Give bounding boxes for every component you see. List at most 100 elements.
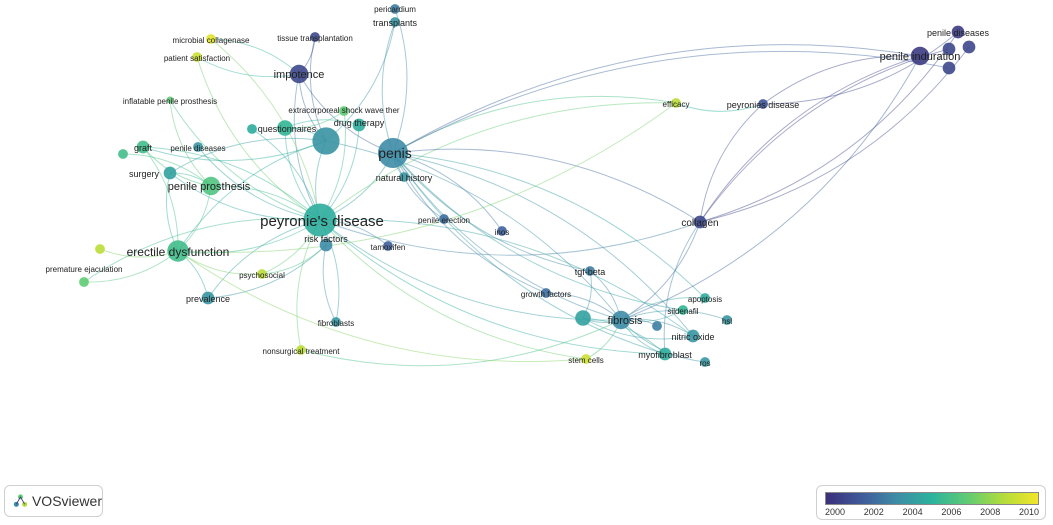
- link-fibrosis-ros: [620, 319, 706, 363]
- link-penis-hub-transplants: [325, 21, 396, 142]
- node-inflatable-penile-prosthesis[interactable]: [166, 96, 174, 104]
- link-penis-efficacy: [392, 95, 677, 154]
- node-penile-diseases-left[interactable]: [193, 142, 203, 152]
- link-penile-induration-peyronies-disease-2: [762, 55, 921, 105]
- label-questionnaires: questionnaires: [258, 124, 317, 134]
- node-myofibroblast[interactable]: [658, 347, 672, 361]
- label-collagen: collagen: [681, 218, 718, 229]
- node-drug-therapy[interactable]: [352, 118, 366, 132]
- node-efficacy[interactable]: [671, 98, 681, 108]
- label-surgery: surgery: [129, 169, 160, 179]
- node-tgf-beta[interactable]: [585, 266, 595, 276]
- label-tgf-beta: tgf-beta: [575, 267, 606, 277]
- link-peyronies-disease-collagen: [319, 219, 701, 256]
- node-penile-erection[interactable]: [439, 214, 449, 224]
- node-stem-cells[interactable]: [581, 354, 591, 364]
- link-peyronies-disease-myofibroblast: [319, 219, 666, 355]
- node-fibrosis[interactable]: [611, 310, 631, 330]
- node-red-extra-2[interactable]: [962, 40, 976, 54]
- label-fibroblasts: fibroblasts: [318, 319, 354, 328]
- node-tissue-transplantation[interactable]: [310, 32, 320, 42]
- link-penile-prosthesis-inflatable-penile-prosthesis: [169, 99, 212, 187]
- label-nonsurgical-treatment: nonsurgical treatment: [263, 347, 341, 356]
- link-peyronies-disease-nitric-oxide: [319, 218, 694, 337]
- node-questionnaires[interactable]: [277, 120, 293, 136]
- node-penis[interactable]: [377, 137, 409, 169]
- link-fib-hub-nitric-oxide: [582, 317, 694, 340]
- node-natural-history[interactable]: [399, 172, 409, 182]
- node-peyronies-disease-2[interactable]: [758, 99, 768, 109]
- node-misc-4[interactable]: [652, 321, 662, 331]
- label-graft: graft: [134, 143, 153, 153]
- label-penile-diseases-top: penile diseases: [927, 28, 990, 38]
- node-erectile-dysfunction[interactable]: [167, 240, 189, 262]
- link-peyronies-disease-graft: [142, 146, 321, 221]
- label-penis: penis: [378, 145, 411, 161]
- node-penis-hub[interactable]: [312, 127, 340, 155]
- vosviewer-logo[interactable]: VOSviewer: [4, 485, 103, 517]
- node-nonsurgical-treatment[interactable]: [296, 345, 306, 355]
- node-misc-1[interactable]: [247, 124, 257, 134]
- label-microbial-collagenase: microbial collagenase: [173, 36, 250, 45]
- node-prevalence[interactable]: [201, 291, 215, 305]
- node-tamoxifen[interactable]: [383, 241, 393, 251]
- label-drug-therapy: drug therapy: [334, 118, 385, 128]
- link-peyronies-disease-premature-ejaculation: [83, 217, 321, 283]
- link-peyronies-disease-impotence: [293, 73, 321, 221]
- node-pericardium[interactable]: [390, 4, 400, 14]
- node-sildenafil[interactable]: [678, 305, 688, 315]
- node-growth-factors[interactable]: [541, 288, 551, 298]
- link-peyronies-disease-efficacy: [319, 102, 677, 221]
- node-graft[interactable]: [136, 140, 150, 154]
- node-red-extra-1[interactable]: [942, 42, 956, 56]
- link-risk-factors-prevalence: [207, 244, 327, 299]
- node-peyronies-disease[interactable]: [303, 203, 337, 237]
- node-patient-satisfaction[interactable]: [192, 52, 202, 62]
- label-stem-cells: stem cells: [568, 356, 604, 365]
- node-inos[interactable]: [497, 226, 507, 236]
- node-risk-factors[interactable]: [319, 238, 333, 252]
- nodes-layer: [79, 4, 976, 367]
- link-penis-tgf-beta: [392, 152, 591, 272]
- link-penile-induration-fibrosis: [620, 55, 921, 321]
- label-tissue-transplantation: tissue transplantation: [277, 34, 353, 43]
- link-penis-nitric-oxide: [392, 152, 694, 337]
- node-premature-ejaculation[interactable]: [79, 277, 89, 287]
- node-surgery[interactable]: [163, 166, 177, 180]
- node-red-extra-3[interactable]: [942, 61, 956, 75]
- label-efficacy: efficacy: [663, 100, 690, 109]
- label-fibrosis: fibrosis: [608, 315, 643, 327]
- node-transplants[interactable]: [390, 17, 400, 27]
- node-ros[interactable]: [700, 357, 710, 367]
- node-penile-induration[interactable]: [910, 46, 930, 66]
- node-collagen[interactable]: [693, 215, 707, 229]
- node-extracorporeal[interactable]: [339, 106, 349, 116]
- node-misc-2[interactable]: [95, 244, 105, 254]
- legend-gradient-bar: [825, 492, 1039, 505]
- label-natural-history: natural history: [376, 173, 433, 183]
- label-ros: ros: [699, 359, 710, 368]
- label-impotence: impotence: [274, 69, 325, 81]
- label-tamoxifen: tamoxifen: [371, 243, 406, 252]
- node-hsl[interactable]: [722, 315, 732, 325]
- node-apoptosis[interactable]: [700, 293, 710, 303]
- label-nitric-oxide: nitric oxide: [671, 332, 714, 342]
- link-peyronies-disease-surgery: [169, 172, 321, 221]
- link-penis-apoptosis: [392, 152, 706, 299]
- node-misc-3[interactable]: [118, 149, 128, 159]
- label-risk-factors: risk factors: [304, 234, 348, 244]
- node-penile-prosthesis[interactable]: [201, 176, 221, 196]
- label-penile-induration: penile induration: [880, 51, 961, 63]
- link-collagen-myofibroblast: [663, 221, 701, 355]
- link-peyronies-disease-stem-cells: [319, 219, 587, 360]
- node-fib-hub[interactable]: [575, 310, 591, 326]
- node-fibroblasts[interactable]: [331, 317, 341, 327]
- node-microbial-collagenase[interactable]: [206, 34, 216, 44]
- node-penile-diseases-top[interactable]: [951, 25, 965, 39]
- link-penis-transplants: [381, 21, 396, 154]
- link-peyronies-disease-prevalence: [207, 219, 321, 299]
- node-nitric-oxide[interactable]: [686, 329, 700, 343]
- link-risk-factors-fibroblasts: [322, 244, 337, 323]
- node-impotence[interactable]: [289, 64, 309, 84]
- node-psychosocial[interactable]: [257, 269, 267, 279]
